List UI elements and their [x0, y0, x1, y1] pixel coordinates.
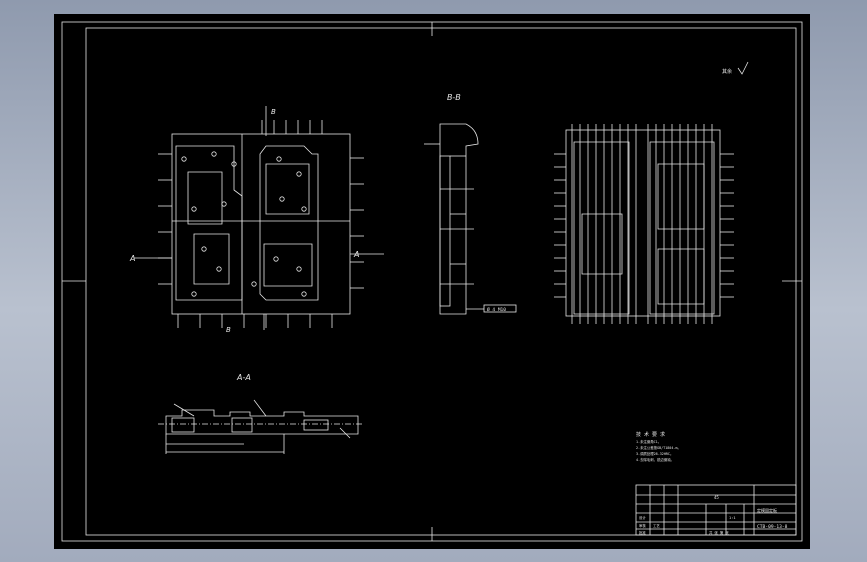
approve-cell: 批准 [639, 530, 646, 535]
section-a-right-label: A [353, 250, 359, 259]
callout-text: Ø 4 M10 [487, 306, 506, 313]
section-bb-title: B-B [447, 93, 461, 102]
hole-mark [251, 281, 257, 287]
tech-req-4: 4.去除毛刺，锐边倒钝。 [636, 457, 674, 462]
drawing-number: CTB-09-13-8 [757, 524, 788, 530]
callout-box [483, 304, 517, 313]
hole-mark [276, 156, 282, 162]
hole-mark [301, 291, 307, 297]
inner-frame [85, 27, 797, 536]
hole-mark [191, 206, 197, 212]
hole-mark [279, 196, 285, 202]
hole-mark [273, 256, 279, 262]
roughness-note-text: 其余 [722, 68, 732, 75]
tech-req-2: 2.未注公差按GB/T1804-m。 [636, 445, 681, 450]
tech-req-1: 1.未注倒角C1。 [636, 439, 661, 444]
hole-mark [231, 161, 237, 167]
hole-mark [216, 266, 222, 272]
scale-cell: 1:1 [729, 516, 736, 520]
drawing-canvas: A A B B B-B Ø 4 M10 [61, 21, 803, 542]
hole-mark [211, 151, 217, 157]
side-view [554, 124, 734, 324]
section-aa-title: A-A [236, 373, 251, 382]
roughness-symbol [737, 61, 749, 75]
outer-frame [61, 21, 803, 542]
hole-mark [181, 156, 187, 162]
tech-req-title: 技 术 要 求 [636, 431, 665, 438]
hole-mark [296, 266, 302, 272]
hole-mark [191, 291, 197, 297]
section-b-top-label: B [271, 108, 276, 116]
hole-mark [296, 171, 302, 177]
section-aa-view: A-A [158, 373, 362, 454]
check-cell: 审核 [639, 523, 646, 528]
plan-view: A A B B [129, 106, 384, 334]
hole-mark [221, 201, 227, 207]
drawing-sheet: A A B B B-B Ø 4 M10 [54, 14, 810, 549]
section-b-bottom-label: B [226, 326, 231, 334]
hole-mark [201, 246, 207, 252]
material-cell: 45 [714, 495, 719, 500]
roughness-note: 其余 [722, 61, 749, 75]
section-bb-view: B-B Ø 4 M10 [424, 93, 517, 315]
designer-cell: 设计 [639, 515, 646, 520]
part-title: 定模固定板 [757, 507, 777, 513]
title-block: 45 定模固定板 CTB-09-13-8 1:1 设计 审核 工艺 批准 共 张… [635, 484, 797, 536]
sheet-cell: 共 张 第 张 [709, 530, 729, 535]
section-a-left-label: A [129, 254, 135, 263]
tech-requirements: 技 术 要 求 1.未注倒角C1。 2.未注公差按GB/T1804-m。 3.调… [636, 431, 681, 462]
tech-req-3: 3.调质处理28-32HRC。 [636, 451, 673, 456]
hole-mark [301, 206, 307, 212]
process-cell: 工艺 [653, 523, 660, 528]
